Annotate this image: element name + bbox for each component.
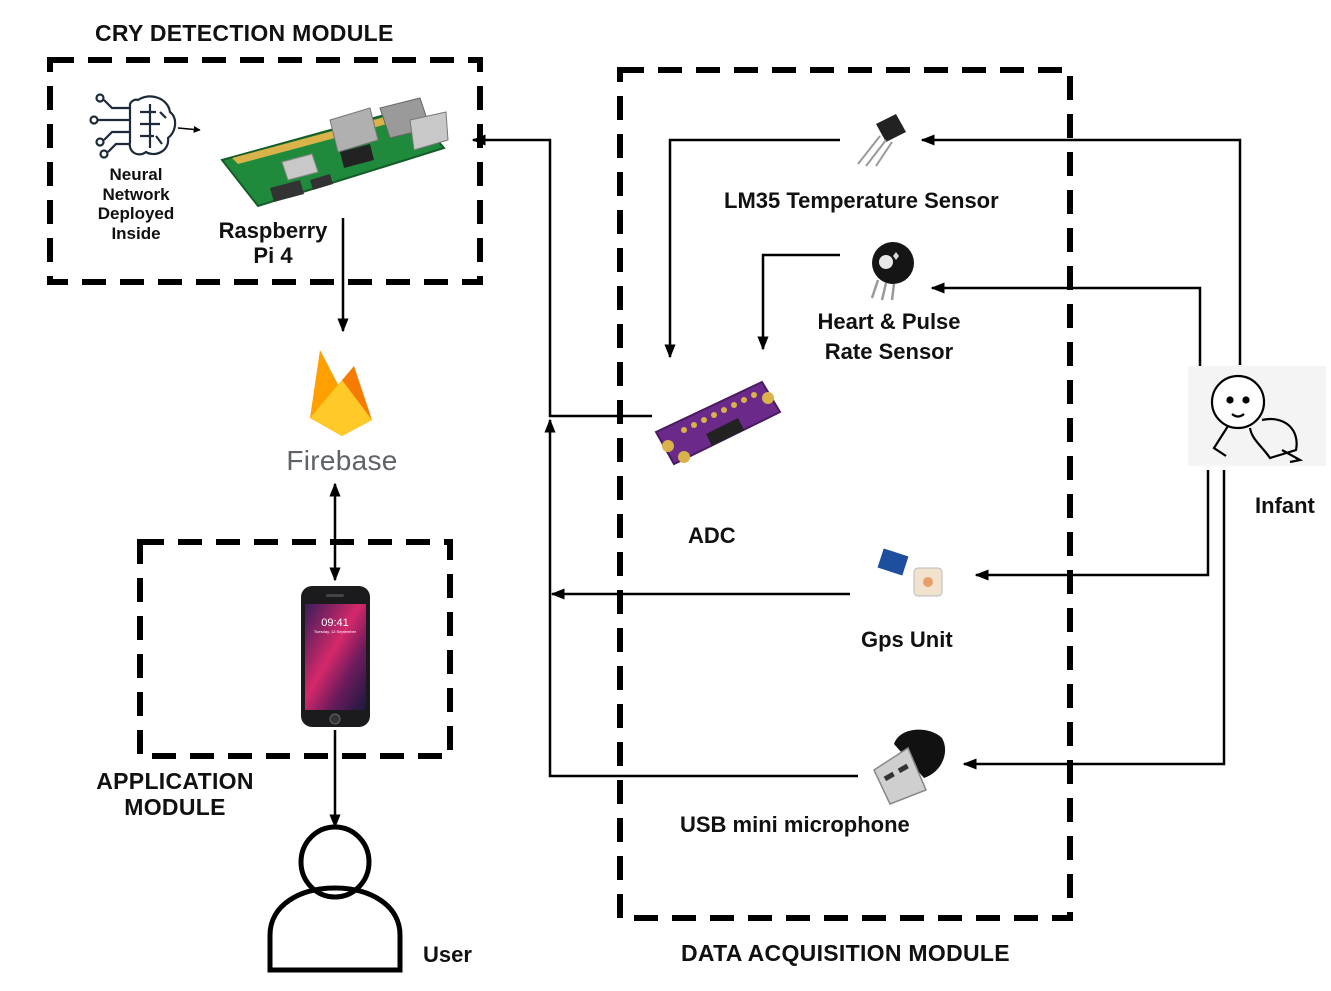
- arrow-mic-to-bus: [544, 418, 858, 778]
- arrow-lm35-to-adc: [664, 138, 840, 359]
- raspberry-pi-label: Raspberry Pi 4: [218, 218, 328, 269]
- gps-label: Gps Unit: [861, 627, 953, 652]
- heart-sensor-label: Heart & Pulse Rate Sensor: [817, 309, 961, 364]
- phone-date: Tuesday, 12 September: [314, 629, 357, 634]
- arrow-adc-to-pi: [471, 134, 652, 418]
- raspberry-pi-board-icon: [220, 97, 449, 208]
- arrow-infant-to-heart: [930, 282, 1202, 370]
- firebase-label: Firebase: [286, 445, 398, 476]
- arrow-infant-to-gps: [974, 470, 1210, 581]
- adc-board-icon: [654, 380, 782, 466]
- application-module-box: [137, 539, 453, 759]
- usb-microphone-icon: [873, 729, 946, 805]
- pulse-sensor-icon: [870, 242, 914, 301]
- data-acquisition-module-box: [617, 67, 1073, 921]
- data-acquisition-module-title: DATA ACQUISITION MODULE: [681, 940, 1010, 966]
- cry-detection-module-title: CRY DETECTION MODULE: [95, 20, 394, 46]
- brain-circuit-icon: [89, 93, 177, 159]
- lm35-sensor-icon: [857, 114, 906, 167]
- neural-network-label: Neural Network Deployed Inside: [97, 165, 175, 243]
- baby-icon: [1188, 366, 1326, 466]
- cry-detection-module-box: [47, 57, 483, 285]
- arrow-infant-to-mic: [962, 470, 1226, 770]
- connectors: [329, 134, 1242, 829]
- infant-label: Infant: [1255, 493, 1315, 518]
- arrow-heart-to-adc: [757, 253, 840, 351]
- application-module-title: APPLICATION MODULE: [96, 768, 254, 821]
- phone-time: 09:41: [321, 617, 349, 629]
- gps-module-icon: [877, 548, 943, 597]
- firebase-flame-icon: [310, 350, 372, 436]
- arrow-infant-to-lm35: [920, 134, 1242, 365]
- lm35-label: LM35 Temperature Sensor: [724, 188, 999, 213]
- arrow-nn-to-pi: [177, 125, 201, 133]
- smartphone-icon: 09:41 Tuesday, 12 September: [301, 586, 370, 727]
- microphone-label: USB mini microphone: [680, 812, 910, 837]
- user-label: User: [423, 942, 472, 967]
- user-person-icon: [267, 824, 403, 973]
- adc-label: ADC: [688, 523, 736, 548]
